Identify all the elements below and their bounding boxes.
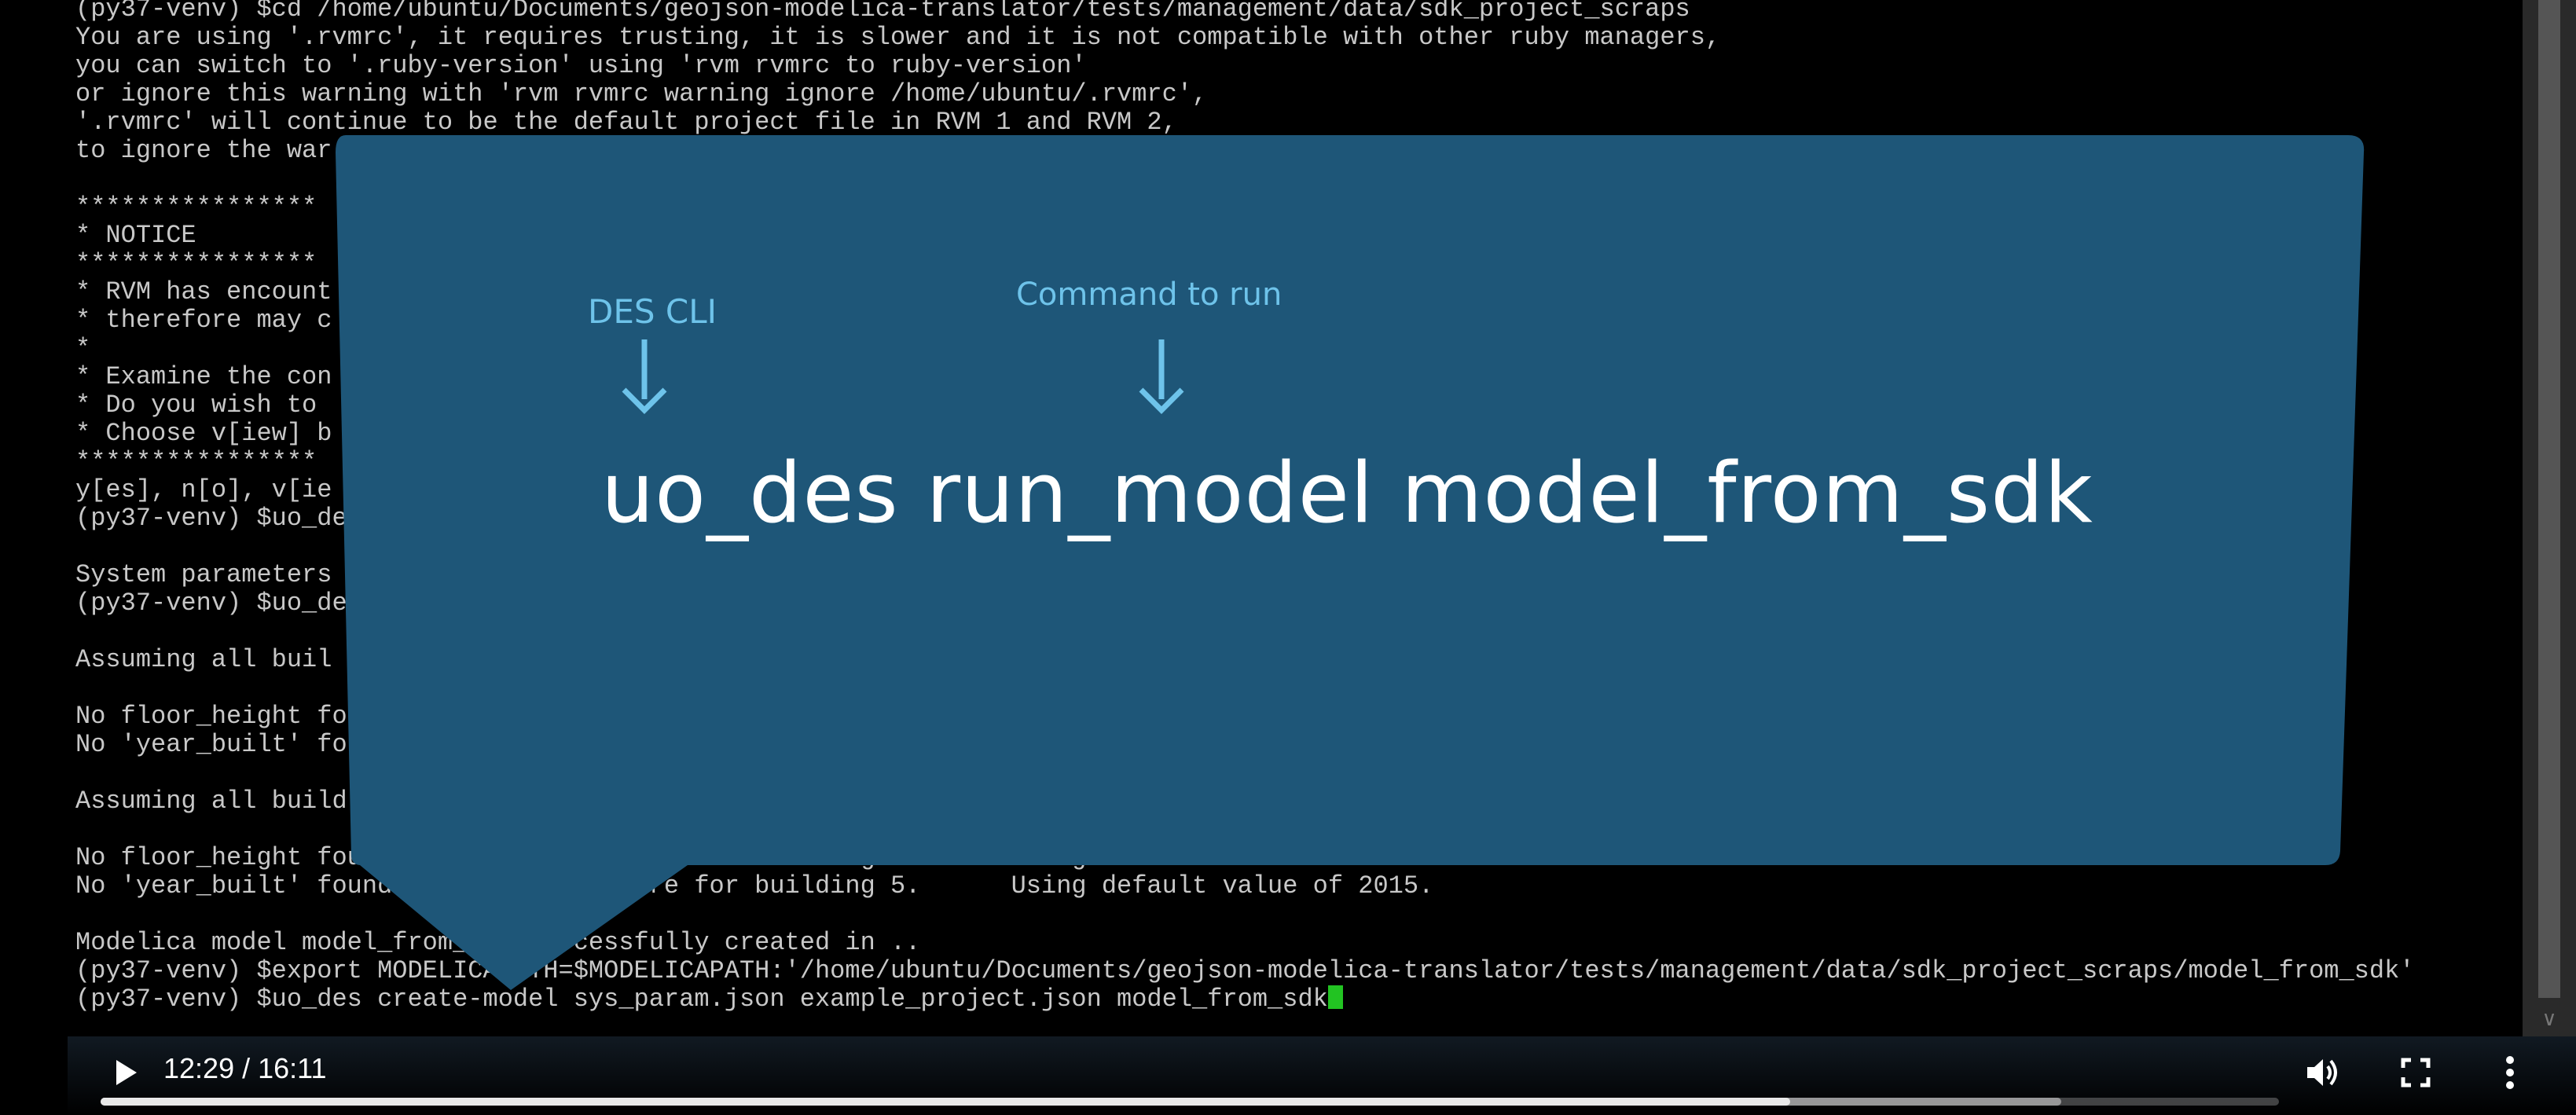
- terminal-line: (py37-venv) $uo_de: [75, 589, 347, 618]
- terminal-line: * Do you wish to: [75, 391, 317, 420]
- volume-button[interactable]: [2299, 1051, 2343, 1095]
- speech-bubble: [336, 135, 2365, 990]
- time-display: 12:29 / 16:11: [163, 1052, 327, 1084]
- terminal-line: (py37-venv) $uo_des create-model sys_par…: [75, 985, 1343, 1014]
- fullscreen-icon: [2401, 1058, 2431, 1087]
- terminal-line: '.rvmrc' will continue to be the default…: [75, 108, 1177, 137]
- terminal-line: you can switch to '.ruby-version' using …: [75, 51, 1087, 80]
- terminal-line: (py37-venv) $cd /home/ubuntu/Documents/g…: [75, 0, 1690, 24]
- terminal-line: * Examine the con: [75, 362, 332, 391]
- terminal-line: ****************: [75, 193, 317, 222]
- fullscreen-button[interactable]: [2394, 1051, 2438, 1095]
- terminal-line: No floor_height fo: [75, 702, 347, 731]
- video-controls-bar: 12:29 / 16:11: [68, 1036, 2576, 1115]
- terminal-line: No 'year_built' found in geojson feature…: [75, 871, 1434, 900]
- scrollbar-thumb[interactable]: [2538, 0, 2560, 998]
- terminal-line: to ignore the war: [75, 136, 332, 165]
- play-icon: [116, 1060, 137, 1085]
- terminal-line: y[es], n[o], v[ie: [75, 475, 332, 504]
- more-options-button[interactable]: [2488, 1051, 2532, 1095]
- progress-bar[interactable]: [101, 1098, 2279, 1106]
- terminal-line: * NOTICE: [75, 221, 196, 250]
- terminal-line: No 'year_built' fo: [75, 730, 347, 759]
- terminal-line: Assuming all build: [75, 787, 347, 816]
- terminal-line: ****************: [75, 249, 317, 278]
- terminal-line: You are using '.rvmrc', it requires trus…: [75, 23, 1721, 52]
- scroll-down-arrow-icon[interactable]: ∨: [2541, 1007, 2557, 1030]
- terminal-line: System parameters: [75, 560, 332, 589]
- terminal-line: ****************: [75, 447, 317, 476]
- terminal-scrollbar[interactable]: ∨: [2523, 0, 2576, 1036]
- terminal-line: *: [75, 334, 91, 363]
- play-button[interactable]: [102, 1051, 146, 1095]
- more-vert-icon: [2506, 1056, 2514, 1089]
- progress-played: [101, 1098, 1791, 1106]
- terminal-line: * RVM has encount: [75, 277, 332, 306]
- volume-icon: [2307, 1059, 2337, 1086]
- terminal-line: (py37-venv) $uo_de: [75, 504, 347, 533]
- terminal-cursor: [1327, 985, 1343, 1009]
- terminal-line: or ignore this warning with 'rvm rvmrc w…: [75, 79, 1208, 108]
- terminal-line: Assuming all buil: [75, 645, 332, 674]
- terminal-line: * Choose v[iew] b: [75, 419, 332, 448]
- terminal-line: * therefore may c: [75, 306, 332, 335]
- terminal-line: (py37-venv) $export MODELICAPATH=$MODELI…: [75, 956, 2415, 985]
